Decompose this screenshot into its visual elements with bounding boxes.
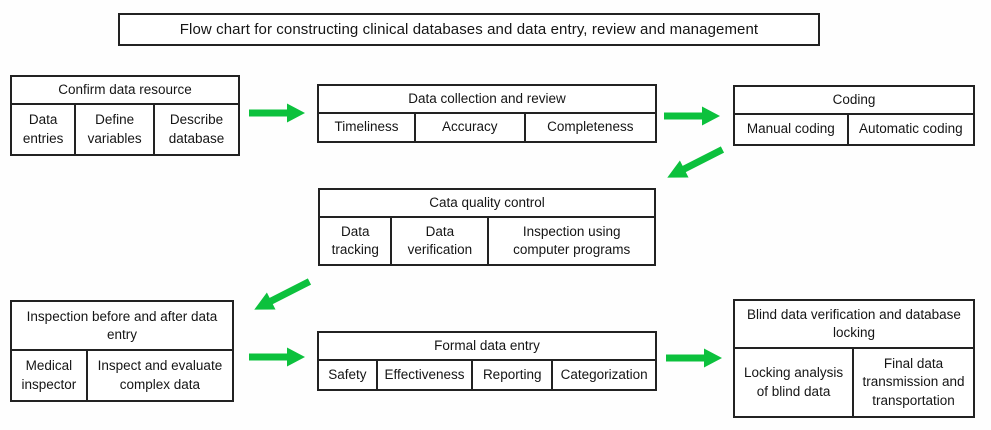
arrow-right-icon [249,345,307,369]
box-body: Locking analysis of blind data Final dat… [735,349,973,416]
box-body: Safety Effectiveness Reporting Categoriz… [319,361,655,389]
box-confirm-data-resource: Confirm data resource Data entries Defin… [10,75,240,156]
box-header-label: Inspection before and after data entry [26,308,218,342]
box-header: Cata quality control [320,190,654,218]
chart-title-box: Flow chart for constructing clinical dat… [118,13,820,46]
box-cell: Inspect and evaluate complex data [97,358,223,392]
box-cell: Describe database [168,112,225,146]
arrow-down-left-icon [660,139,728,189]
box-header: Inspection before and after data entry [12,302,232,351]
box-cell: Medical inspector [12,351,88,400]
box-header: Formal data entry [319,333,655,361]
box-cell: Accuracy [416,114,526,141]
box-cell: Safety [319,361,378,389]
box-inspection-before-after: Inspection before and after data entry M… [10,300,234,402]
box-body: Manual coding Automatic coding [735,115,973,144]
box-cell: Final data transmission and transportati… [862,356,965,408]
arrow-down-left-icon [247,271,315,321]
box-cell: Reporting [473,361,554,389]
box-formal-data-entry: Formal data entry Safety Effectiveness R… [317,331,657,391]
box-cell: Data tracking [320,218,393,264]
box-cell: Inspection using computer programs [489,218,654,264]
box-body: Data tracking Data verification Inspecti… [320,218,654,264]
chart-title: Flow chart for constructing clinical dat… [179,21,759,38]
box-cell: Timeliness [319,114,416,141]
arrow-right-icon [666,346,724,370]
box-header: Data collection and review [319,86,655,114]
box-data-collection-review: Data collection and review Timeliness Ac… [317,84,657,143]
box-cell: Data entries [12,105,77,154]
box-cell: Automatic coding [859,121,963,137]
box-cell: Locking analysis of blind data [735,349,855,416]
box-cell: Define variables [76,105,156,154]
box-cell: Categorization [560,366,648,382]
box-coding: Coding Manual coding Automatic coding [733,85,975,146]
box-cell: Completeness [547,119,634,135]
box-cell: Effectiveness [378,361,474,389]
box-cell: Manual coding [735,115,849,144]
arrow-right-icon [249,101,307,125]
box-header: Confirm data resource [12,77,238,105]
box-body: Medical inspector Inspect and evaluate c… [12,351,232,400]
box-header: Coding [735,87,973,115]
box-cell-label: Inspection using computer programs [513,223,631,257]
box-data-quality-control: Cata quality control Data tracking Data … [318,188,656,266]
box-blind-verification-locking: Blind data verification and database loc… [733,299,975,418]
box-cell: Data verification [392,218,490,264]
box-header: Blind data verification and database loc… [735,301,973,349]
arrow-right-icon [664,104,722,128]
box-body: Timeliness Accuracy Completeness [319,114,655,141]
box-body: Data entries Define variables Describe d… [12,105,238,154]
